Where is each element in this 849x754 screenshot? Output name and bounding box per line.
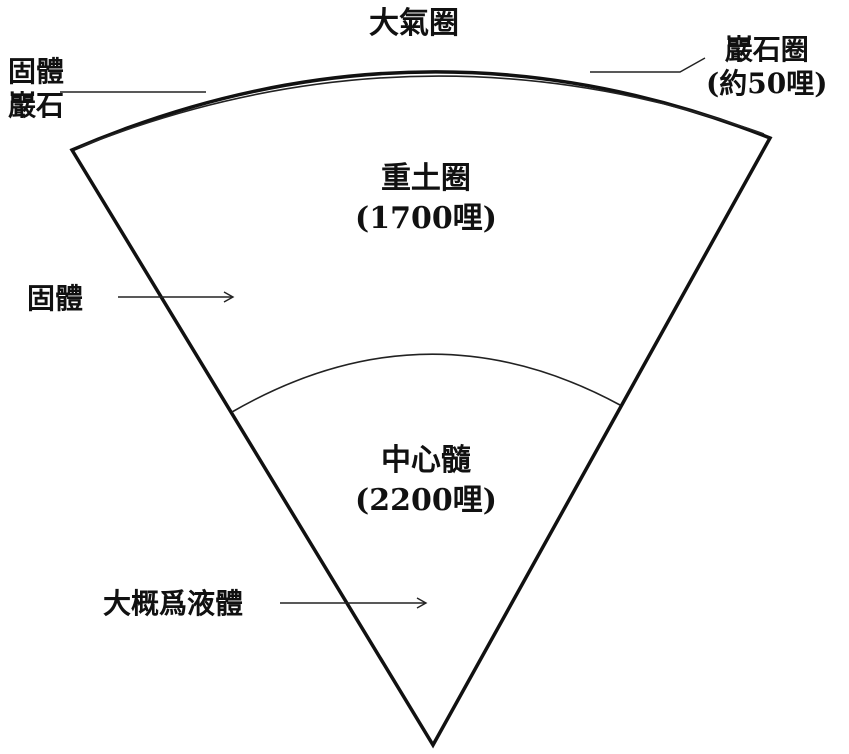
solid-crust-label-line1: 固體	[8, 55, 65, 88]
liquid-label: 大概爲液體	[103, 587, 244, 620]
liquid-arrow	[280, 597, 428, 609]
mantle-label: 重土圈 (1700哩)	[355, 164, 497, 234]
solid-crust-label-line2: 巖石	[8, 89, 65, 122]
mantle-label-line1: 重土圈	[380, 161, 471, 196]
core-boundary	[231, 353, 621, 413]
core-label: 中心髓 (2200哩)	[355, 446, 497, 516]
lithosphere-label-line2: (約50哩)	[706, 67, 828, 100]
core-label-line2: (2200哩)	[355, 483, 497, 518]
lithosphere-label-line1: 巖石圈	[724, 33, 809, 66]
solid-crust-label: 固體 巖石	[8, 58, 64, 120]
core-label-line1: 中心髓	[380, 443, 471, 478]
lithosphere-leader	[590, 57, 706, 73]
atmosphere-label: 大氣圈	[369, 6, 459, 41]
lithosphere-label: 巖石圈 (約50哩)	[706, 36, 827, 98]
crust-inner-boundary	[79, 75, 765, 148]
mantle-label-line2: (1700哩)	[355, 201, 497, 236]
solid-arrow	[118, 291, 235, 303]
solid-label: 固體	[27, 282, 84, 315]
